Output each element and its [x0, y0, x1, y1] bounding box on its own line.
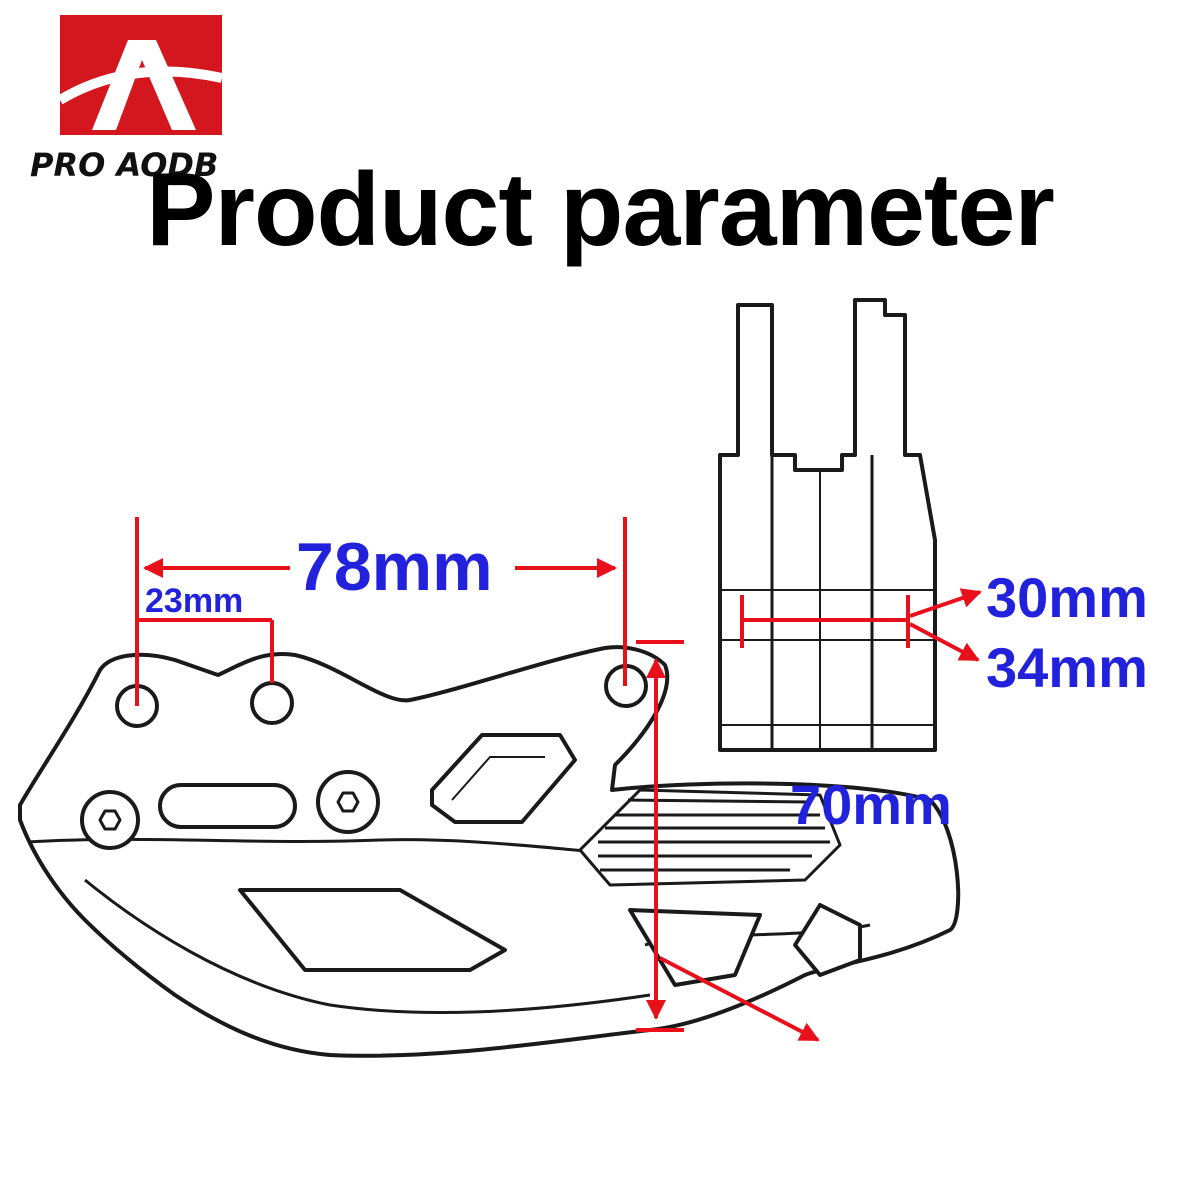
- page-title: Product parameter: [146, 152, 1055, 268]
- dim-30-leader: [909, 588, 982, 618]
- brand-name: PRO AODB: [30, 146, 219, 184]
- dim-70-leader: [659, 956, 820, 1042]
- dim-label-34: 34mm: [986, 636, 1148, 699]
- chain-guide-end-view: [718, 298, 937, 752]
- logo-icon: [57, 15, 224, 135]
- chain-guide-side-view: [18, 645, 961, 1058]
- dim-label-70: 70mm: [790, 773, 952, 836]
- dim-label-78: 78mm: [296, 529, 493, 605]
- dim-34-leader: [909, 622, 980, 662]
- dim-label-30: 30mm: [986, 566, 1148, 629]
- dim-label-23: 23mm: [145, 582, 244, 620]
- dimension-lines: [135, 517, 982, 1042]
